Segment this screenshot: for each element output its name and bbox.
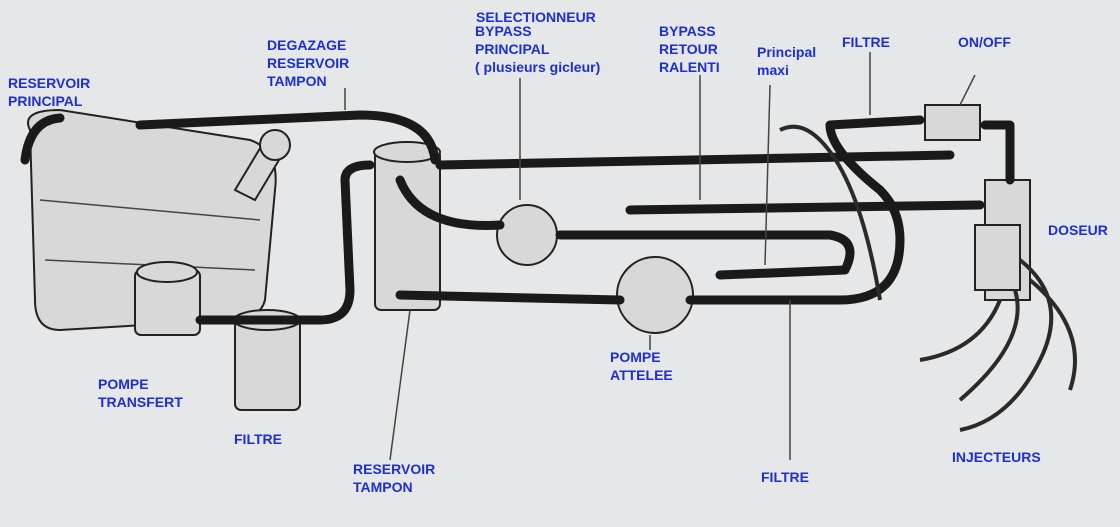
label-reservoir-principal: RESERVOIR PRINCIPAL [8,75,91,109]
label-filtre-bottom: FILTRE [761,469,809,485]
bypass-principal-text: BYPASS PRINCIPAL ( plusieurs gicleur) [475,23,601,75]
label-principal-maxi: Principal maxi [757,44,817,78]
buffer-tank [374,149,441,311]
label-pompe-attelee: POMPE ATTELEE [610,349,673,383]
label-selectionneur: SELECTIONNEUR [476,9,596,25]
label-doseur: DOSEUR [1048,222,1108,238]
left-filter [234,319,301,411]
label-bypass-retour-ralenti: BYPASS RETOUR RALENTI [659,23,720,75]
label-injecteurs: INJECTEURS [952,449,1041,465]
label-on-off: ON/OFF [958,34,1011,50]
label-reservoir-tampon: RESERVOIR TAMPON [353,461,436,495]
on-off-valve [924,104,981,141]
main-tank [27,108,277,332]
label-bypass-principal: BYPASS PRINCIPAL ( plusieurs gicleur) [455,22,600,76]
label-filtre-top: FILTRE [842,34,890,50]
bypass-selector [496,204,558,266]
attached-pump [616,256,694,334]
label-pompe-transfert: POMPE TRANSFERT [98,376,183,410]
label-filtre-left: FILTRE [234,431,282,447]
label-degazage-reservoir-tampon: DEGAZAGE RESERVOIR TAMPON [267,37,350,89]
